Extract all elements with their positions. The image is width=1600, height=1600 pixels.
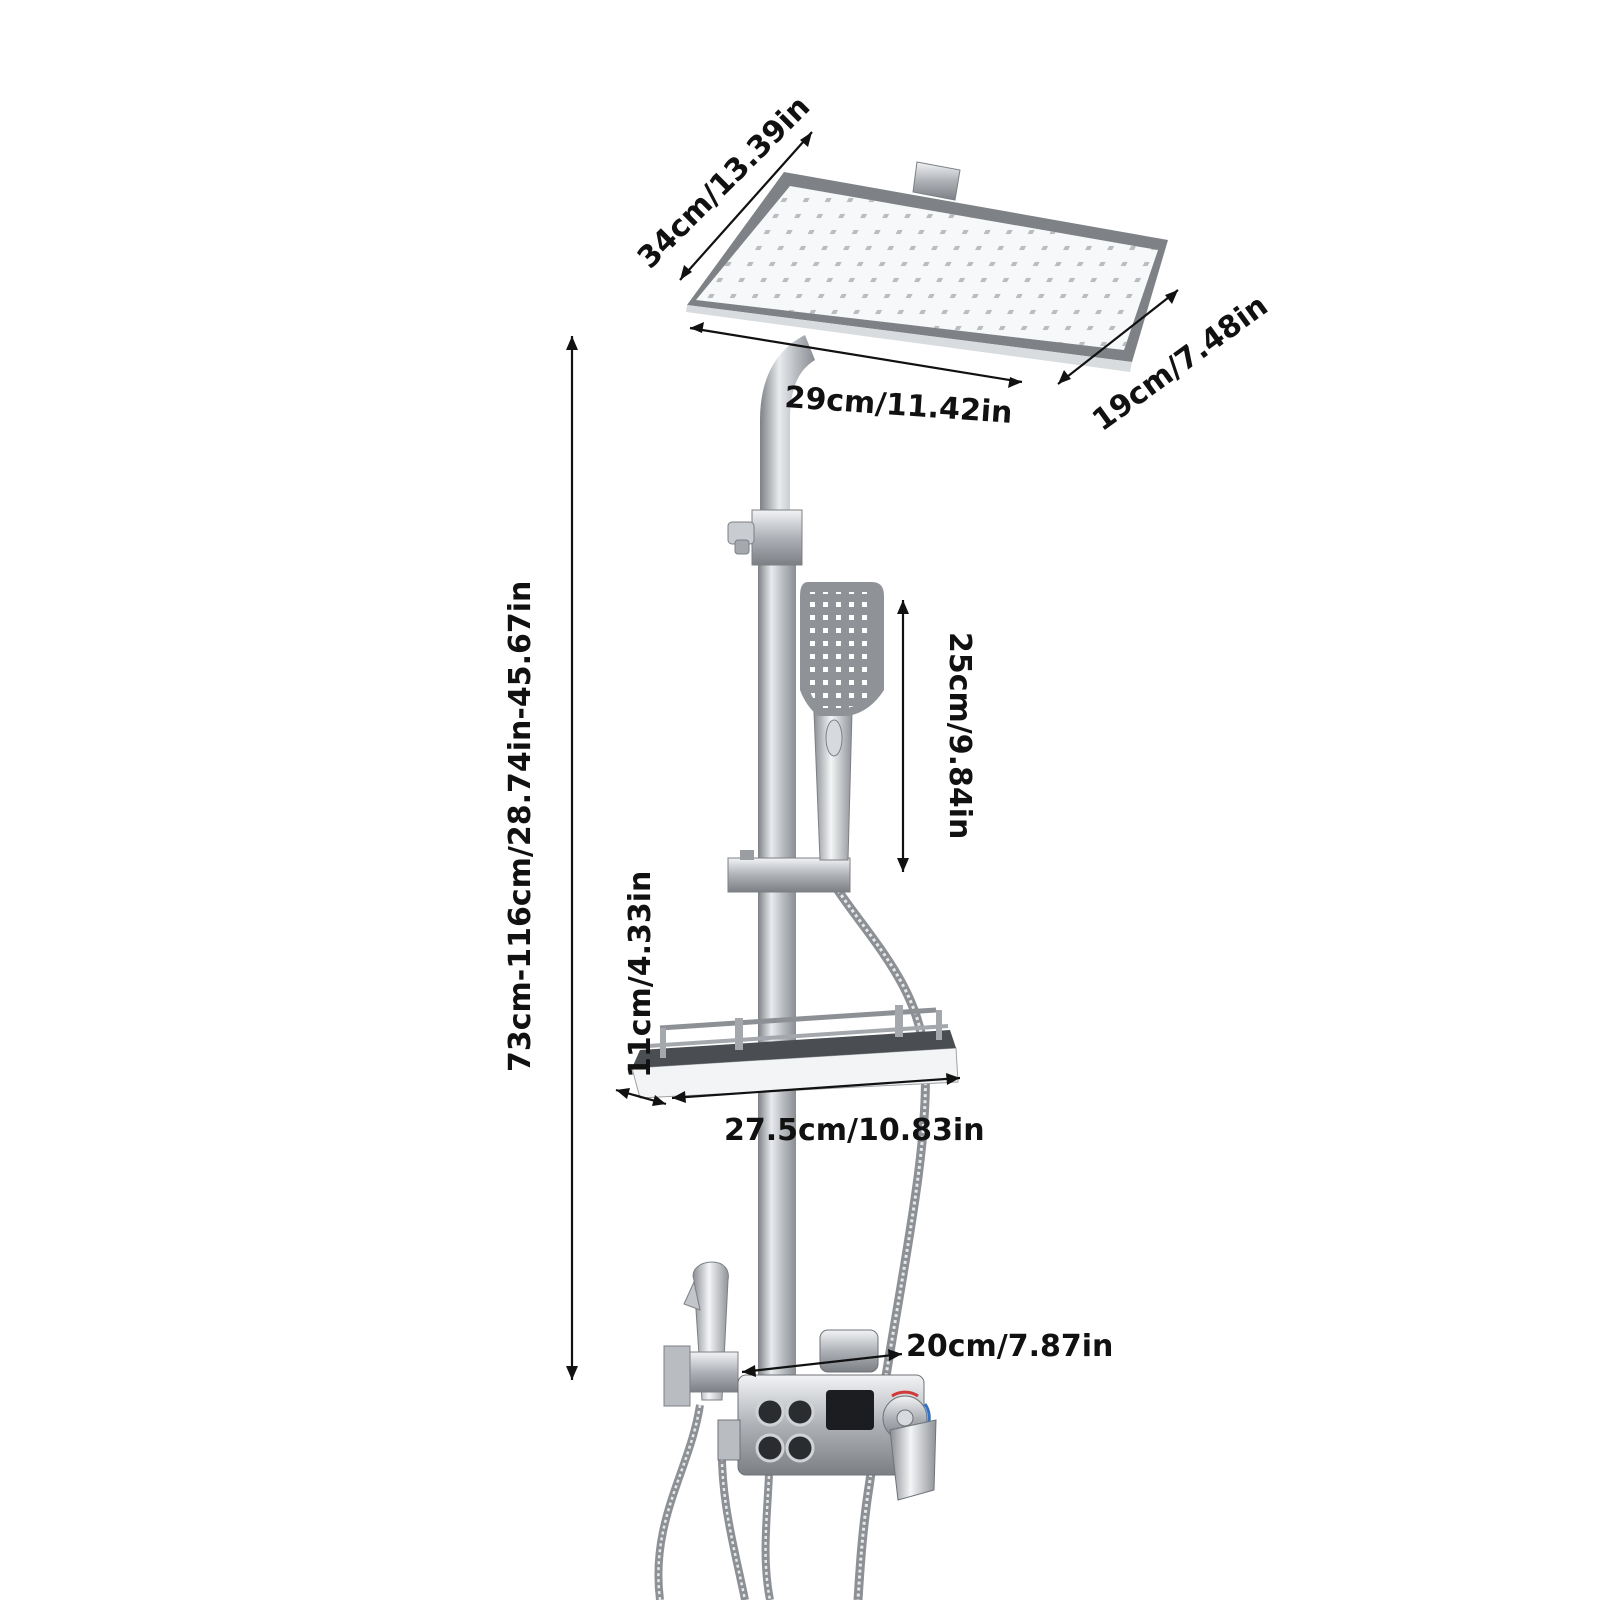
dimension-lines — [566, 131, 1179, 1380]
temperature-display — [826, 1390, 874, 1430]
top-spray-button[interactable] — [785, 1397, 815, 1427]
handheld-button[interactable] — [755, 1433, 785, 1463]
top-shower-head — [686, 161, 1168, 372]
bidet-sprayer — [663, 1261, 739, 1407]
label-total-height: 73cm-116cm/28.74in-45.67in — [503, 581, 538, 1072]
mixer-lever[interactable] — [889, 1419, 937, 1501]
label-top-width: 29cm/11.42in — [783, 380, 1013, 431]
shower-hose — [821, 867, 930, 1600]
label-handheld-length: 25cm/9.84in — [942, 632, 977, 839]
sprayer-button[interactable] — [785, 1433, 815, 1463]
drain-button[interactable] — [755, 1397, 785, 1427]
mixer-unit — [717, 1329, 937, 1501]
handheld-shower — [727, 582, 884, 893]
label-mixer-width: 20cm/7.87in — [906, 1329, 1113, 1364]
label-shelf-depth: 11cm/4.33in — [623, 871, 658, 1078]
label-shelf-width: 27.5cm/10.83in — [724, 1113, 985, 1148]
shelf — [631, 1005, 959, 1099]
riser-pipe — [727, 335, 815, 1380]
